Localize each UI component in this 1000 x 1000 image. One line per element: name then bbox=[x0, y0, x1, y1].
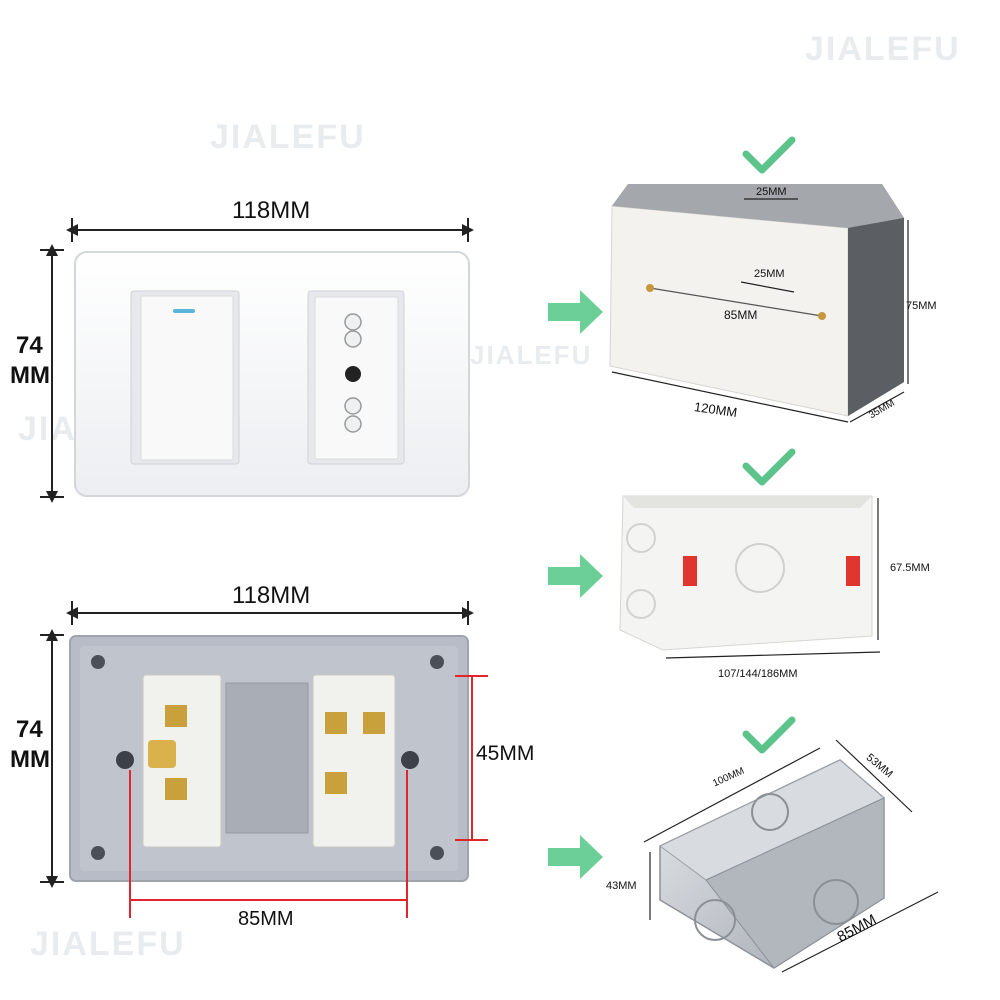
metal-box-height: 43MM bbox=[606, 880, 637, 892]
top-height-label-unit: MM bbox=[10, 362, 50, 389]
top-width-label: 118MM bbox=[232, 197, 311, 224]
bottom-width-label: 118MM bbox=[232, 582, 311, 609]
top-height-label-num: 74 bbox=[16, 332, 43, 359]
vertical-spacing-label: 45MM bbox=[476, 742, 535, 765]
box-pvc-white bbox=[619, 495, 881, 659]
white-box-length: 107/144/186MM bbox=[718, 668, 798, 680]
bottom-height-label-unit: MM bbox=[10, 746, 50, 773]
watermark-mid: JIALEFU bbox=[470, 340, 593, 370]
screw-spacing-label: 85MM bbox=[238, 908, 294, 930]
grey-box-inner-notch: 25MM bbox=[754, 268, 785, 280]
grey-box-hole-spacing: 85MM bbox=[724, 308, 758, 322]
front-panel-top bbox=[40, 218, 474, 503]
watermark-top-center: JIALEFU bbox=[210, 118, 366, 156]
bottom-height-label-num: 74 bbox=[16, 716, 43, 743]
grey-box-height: 75MM bbox=[906, 300, 937, 312]
white-box-height: 67.5MM bbox=[890, 562, 930, 574]
box-pvc-grey bbox=[609, 184, 909, 423]
watermark-bottom-left: JIALEFU bbox=[30, 925, 186, 963]
arrow-icon bbox=[548, 290, 603, 879]
box-metal bbox=[643, 739, 939, 973]
back-panel-bottom bbox=[40, 601, 488, 918]
watermark-top-right: JIALEFU bbox=[805, 30, 961, 68]
grey-box-top-notch: 25MM bbox=[756, 186, 787, 198]
check-icon bbox=[742, 136, 796, 754]
